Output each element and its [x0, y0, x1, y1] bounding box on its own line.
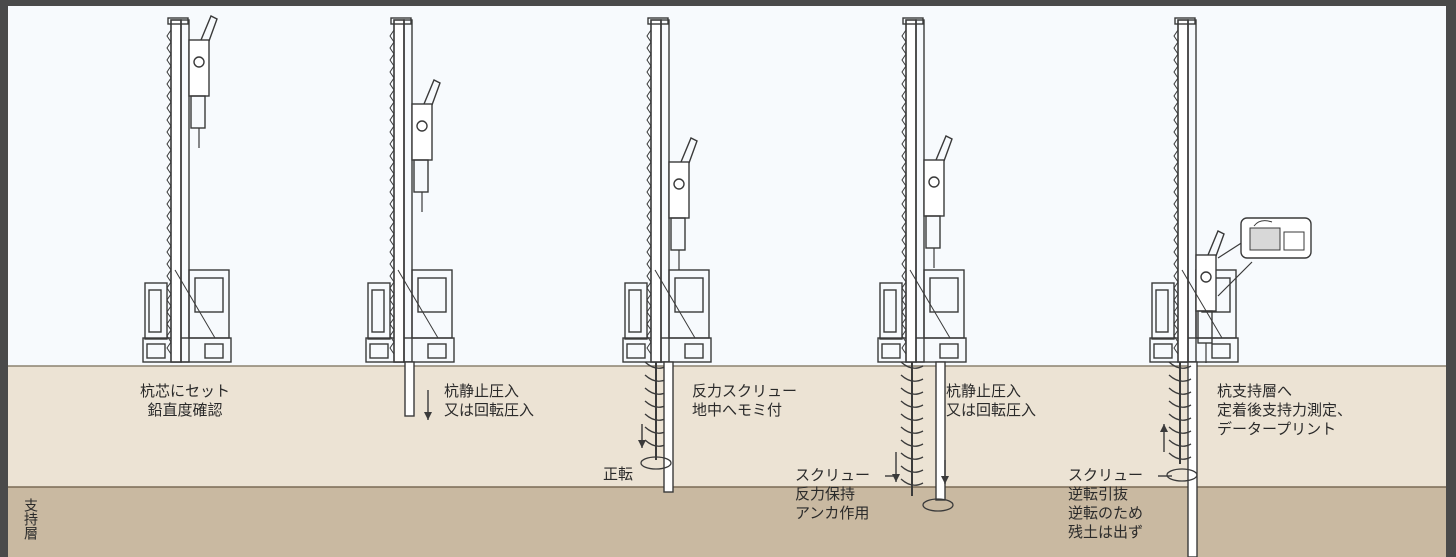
data-printer-inset	[1217, 217, 1312, 297]
step5-up-arrow	[1160, 424, 1168, 452]
step5-rotation-mark	[1166, 468, 1198, 482]
step5-screw-note: スクリュー 逆転引抜 逆転のため 残土は出ず	[1068, 466, 1144, 541]
step5-reaction-screw	[1168, 361, 1192, 464]
step5-pile	[1187, 361, 1198, 557]
step2-label: 杭静止圧入 又は回転圧入	[444, 382, 535, 419]
step3-rotation-mark	[640, 456, 672, 470]
step3-pile	[663, 361, 674, 493]
bearing-layer-label: 支持層	[22, 498, 38, 540]
step3-down-arrow	[638, 424, 646, 448]
step3-rotation-note: 正転	[603, 465, 634, 483]
step4-label: 杭静止圧入 又は回転圧入	[946, 382, 1037, 419]
pile-machine-1	[142, 15, 232, 363]
step4-pile	[935, 361, 946, 501]
step4-reaction-screw	[900, 361, 924, 496]
step4-screw-note: スクリュー 反力保持 アンカ作用	[795, 466, 871, 522]
step5-label: 杭支持層へ 定着後支持力測定、 データープリント	[1217, 382, 1353, 438]
step2-down-arrow	[424, 390, 432, 420]
step2-pile	[404, 361, 415, 417]
step1-label: 杭芯にセット 鉛直度確認	[139, 382, 230, 419]
step4-rotation-mark	[922, 498, 954, 512]
step3-label: 反力スクリュー 地中へモミ付	[692, 382, 798, 419]
upper-soil-layer	[8, 366, 1446, 487]
step4-down-arrow	[941, 460, 949, 484]
bearing-layer	[8, 487, 1446, 557]
pile-machine-5	[1149, 17, 1239, 363]
pile-machine-2	[365, 17, 455, 363]
step3-reaction-screw	[644, 361, 668, 460]
pile-machine-3	[622, 17, 712, 363]
